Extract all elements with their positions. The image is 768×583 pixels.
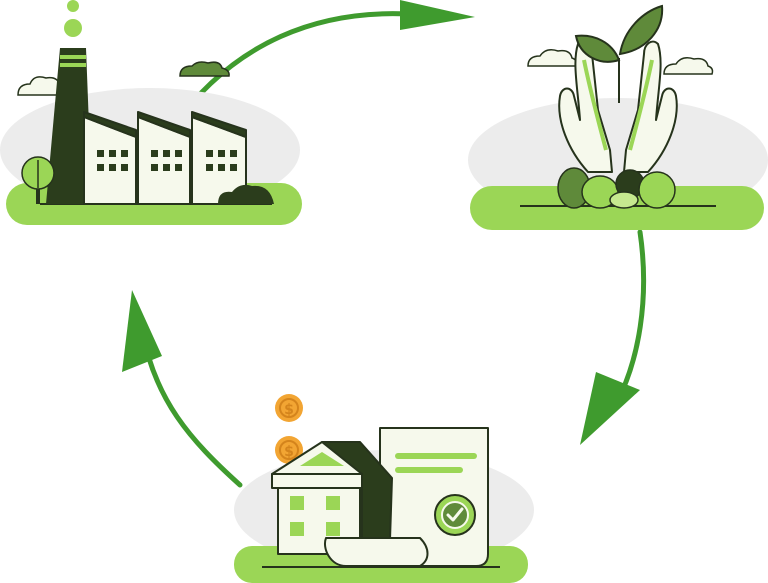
finance-scene: $ $: [234, 394, 534, 583]
factory-scene: [0, 0, 302, 225]
bank-windows: [290, 496, 340, 536]
chimney: [46, 48, 92, 204]
cloud-icon: [527, 49, 578, 67]
bank-building-icon: [271, 441, 393, 555]
arrowhead-down-icon: [580, 372, 640, 445]
cloud-icon: [663, 57, 714, 75]
sprout-icon: [574, 4, 664, 103]
factory-windows: [97, 150, 237, 171]
cycle-arrows: [139, 11, 647, 488]
plant-scene: [468, 4, 768, 230]
hands-holding-plant-icon: [558, 40, 678, 173]
cloud-icon: [179, 61, 230, 77]
bush-icon: [218, 184, 274, 204]
plant-ground: [470, 186, 764, 230]
arrow-plant-to-finance: [615, 229, 647, 403]
paper-roll-icon: [324, 537, 429, 567]
factory-icon: [83, 111, 247, 205]
checkmark-icon: [446, 507, 464, 522]
coin-symbol: $: [284, 402, 294, 418]
coin-symbol: $: [284, 444, 294, 460]
arrow-heads: [122, 0, 640, 445]
leaves-icon: [557, 167, 676, 209]
coin-dollar-icon: $: [275, 394, 303, 422]
coin-dollar-icon: $: [275, 436, 303, 464]
tree-icon: [21, 156, 55, 204]
arrowhead-up-icon: [122, 290, 162, 372]
smoke-icon: [64, 0, 82, 37]
arrowhead-right-icon: [400, 0, 475, 30]
